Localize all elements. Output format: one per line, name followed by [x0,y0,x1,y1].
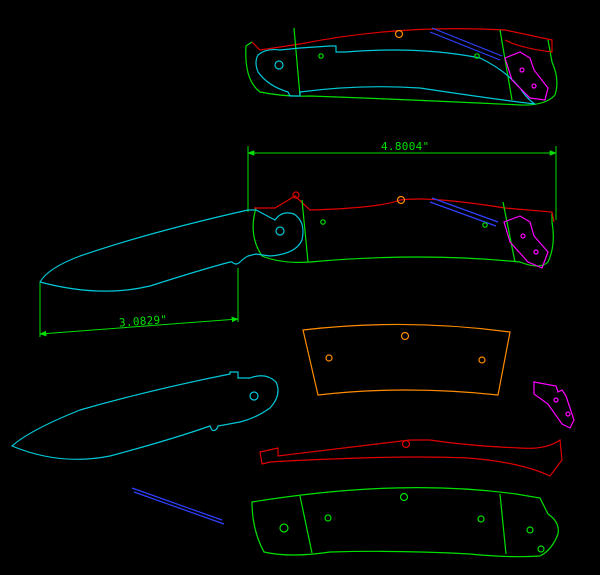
spacer-hole-b [565,411,571,417]
part-liner [259,438,563,477]
open-pivot-hole [275,226,285,236]
closed-back-spacer [504,51,549,101]
bolster-hole-center [400,331,410,341]
overall-length-dimension [247,146,557,220]
overall-length-label: 4.8004" [381,140,429,153]
open-back-spacer [503,215,549,269]
spacer-hole-a [553,397,559,403]
closed-spacer-hole-a [519,67,525,73]
closed-pin-mid [474,53,480,59]
part-back-spacer [533,381,575,429]
scale-hole-right-b [537,545,545,553]
part-lock-bar [131,487,225,525]
closed-divider-right [499,29,513,101]
open-spacer-hole-a [520,233,526,239]
scale-divider-left [299,495,313,554]
closed-stop-pin [394,29,404,39]
closed-lock-bar [429,27,503,61]
scale-divider-right [499,493,507,555]
open-pin-left [320,219,326,225]
blade-length-dimension [39,268,239,337]
scale-hole-center [399,492,409,502]
part-bolster [302,323,511,396]
open-pin-mid [482,222,488,228]
closed-pivot-hole [274,60,284,70]
open-stop-pin [396,195,406,205]
open-liner [254,195,555,223]
open-liner-stop [292,191,300,199]
bolster-hole-left [325,354,333,362]
closed-handle-outline [245,39,558,106]
assembly-open [39,191,555,292]
blade-length-label: 3.0829" [119,313,168,329]
bolster-hole-right [478,356,486,364]
closed-blade [255,45,536,105]
open-spacer-hole-b [533,249,539,255]
liner-hole [401,439,411,449]
closed-spacer-hole-b [531,83,537,89]
part-handle-scale [251,487,559,558]
scale-hole-left-small [324,514,332,522]
scale-hole-right-small [477,515,485,523]
blade-pivot-hole [249,391,259,401]
open-divider-left [301,199,309,263]
closed-pin-left [318,53,324,59]
open-lock-bar [429,197,499,227]
closed-divider-left [293,27,301,97]
scale-hole-right-a [526,526,534,534]
open-divider-right [502,201,516,263]
open-blade [39,209,304,292]
scale-hole-left-large [279,523,289,533]
assembly-closed [245,27,558,106]
open-handle-outline [252,207,554,267]
part-blade [10,371,279,460]
closed-liner [251,28,553,53]
